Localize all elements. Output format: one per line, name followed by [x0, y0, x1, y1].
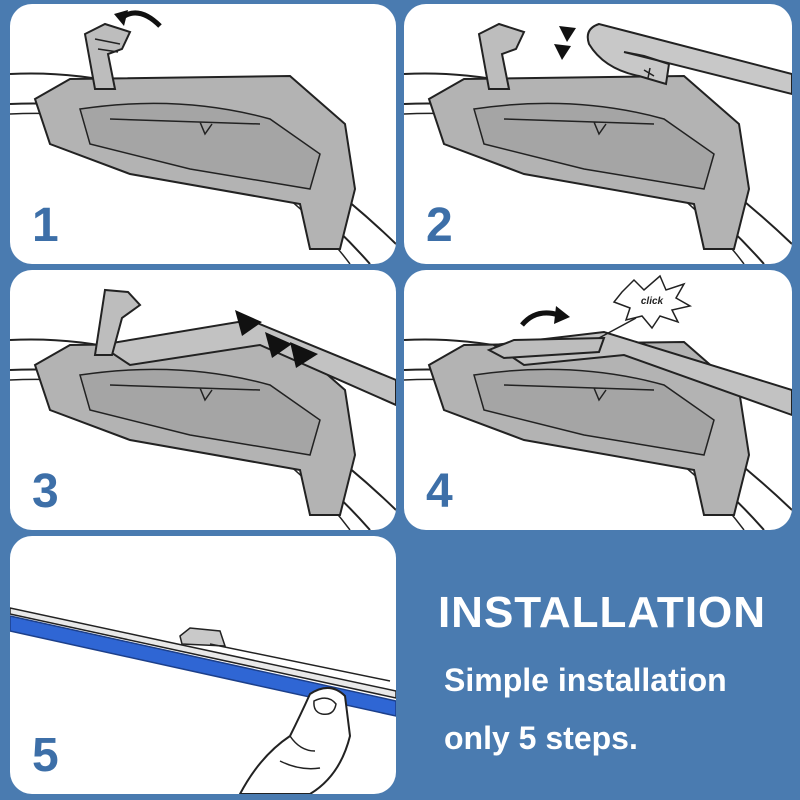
step-4-panel: click 4 — [404, 270, 792, 530]
headline: INSTALLATION — [437, 588, 767, 637]
step-number: 2 — [426, 199, 453, 252]
subtitle-line-1: Simple installation — [444, 662, 727, 698]
step-1-panel: 1 — [10, 4, 396, 264]
step-number: 5 — [32, 729, 59, 782]
step-5-panel: 5 — [10, 536, 396, 794]
step-3-illustration — [10, 288, 396, 530]
step-3-panel: 3 — [10, 270, 396, 530]
step-2-panel: 2 — [404, 4, 792, 264]
step-4-illustration: click — [404, 274, 792, 530]
step-2-illustration — [404, 22, 792, 264]
subtitle-line-2: only 5 steps. — [444, 720, 638, 756]
step-1-illustration — [10, 10, 396, 264]
step-number: 1 — [32, 199, 59, 252]
step-5-illustration — [10, 607, 396, 794]
step-number: 3 — [32, 465, 59, 518]
click-label: click — [641, 296, 664, 307]
step-number: 4 — [426, 465, 453, 518]
